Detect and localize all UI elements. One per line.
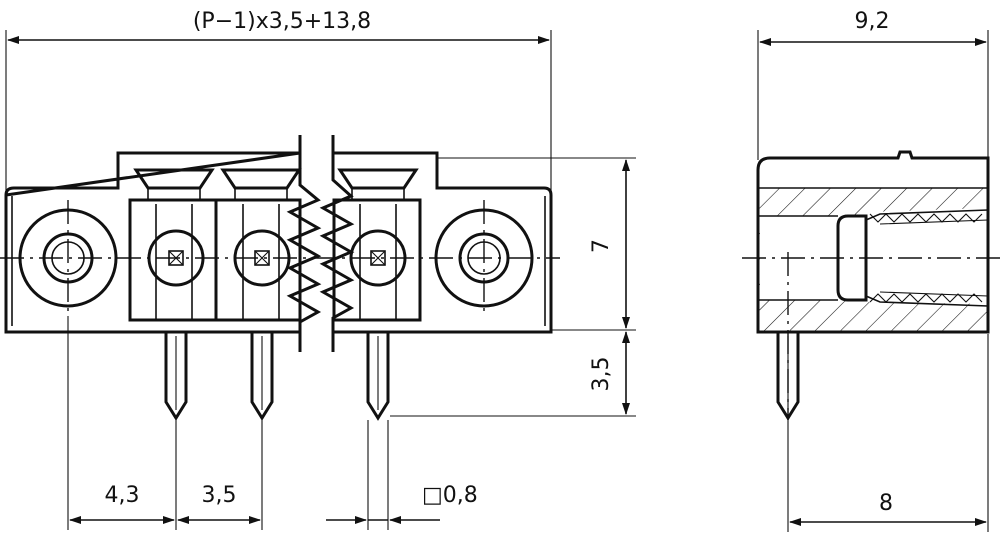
pin-length-label: 3,5 [589,357,614,392]
pin-section-label: □0,8 [422,483,478,508]
pin-2 [250,332,274,421]
depth-label: 9,2 [855,9,890,34]
side-width-label: 8 [879,491,893,516]
side-width-dimension: 8 [787,334,989,532]
front-view: (P−1)x3,5+13,8 [0,9,636,530]
contact-insert [836,209,989,307]
side-pin [776,332,800,421]
total-length-dimension: (P−1)x3,5+13,8 [5,9,552,200]
pitch-label: 3,5 [202,483,237,508]
pin-3 [366,332,390,421]
contact-chamber-1 [128,168,218,322]
side-view: 9,2 [742,9,1000,532]
height-dimension: 7 3,5 [390,157,636,417]
depth-dimension: 9,2 [757,9,989,160]
first-pin-offset-label: 4,3 [105,483,140,508]
break-line [286,135,355,352]
height-label: 7 [589,239,614,253]
pin-1 [164,332,188,421]
pin-offset-dimension: 4,3 3,5 [67,316,263,530]
pin-section-dimension: □0,8 [326,420,478,530]
total-length-label: (P−1)x3,5+13,8 [193,9,371,34]
contact-chamber-2 [214,168,302,322]
